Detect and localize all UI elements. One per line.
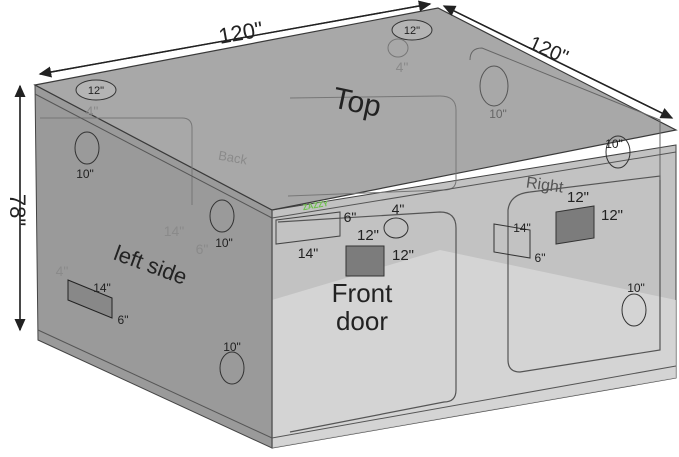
height-dimension: 78" — [5, 194, 30, 226]
back-right-10in-port — [479, 65, 509, 107]
top-width-arrow-back — [38, 3, 431, 78]
top-left-vent-port — [75, 79, 117, 101]
back-left-10in-label: 10" — [76, 167, 94, 181]
back-right-panel-frame — [469, 47, 661, 180]
front-rect-vent — [275, 211, 341, 245]
back-left-10in-port — [74, 131, 100, 165]
right-window-height-label: 12" — [601, 207, 623, 224]
front-vent-14-label: 14" — [298, 245, 319, 261]
right-vent-6-label: 6" — [535, 251, 546, 265]
front-window-height-label: 12" — [392, 247, 414, 264]
left-side-4in-label: 4" — [56, 263, 69, 279]
left-side-upper-10in-label: 10" — [215, 236, 233, 250]
right-upper-10in-port — [605, 135, 631, 169]
back-face-label: Back — [217, 148, 249, 168]
front-window-width-label: 12" — [357, 227, 379, 244]
back-vent-6-label: 6" — [196, 241, 209, 257]
left-side-lower-10in-label: 10" — [223, 340, 241, 354]
top-right-vent-port — [391, 19, 433, 41]
right-window-width-label: 12" — [567, 189, 589, 206]
top-right-port-label: 12" — [404, 25, 420, 37]
back-vent-14-label: 14" — [164, 223, 185, 239]
right-lower-10in-label: 10" — [627, 281, 645, 295]
top-4in-port — [387, 38, 409, 58]
front-vent-6-label: 6" — [344, 209, 357, 225]
right-lower-10in-port — [621, 293, 647, 327]
left-side-upper-10in-port — [209, 199, 235, 233]
top-face — [33, 7, 678, 211]
inner-floor — [272, 250, 676, 448]
back-right-10in-label: 10" — [489, 107, 507, 121]
left-side-vent-6-label: 6" — [118, 313, 129, 327]
right-upper-10in-label: 10" — [605, 137, 623, 151]
right-window — [555, 205, 595, 245]
top-left-port-label: 12" — [88, 85, 104, 97]
left-side-lower-10in-port — [219, 351, 245, 385]
front-door-frame — [277, 211, 457, 433]
top-4in-label: 4" — [396, 59, 409, 75]
depth-arrow-back — [442, 5, 673, 119]
left-side-vent-14-label: 14" — [93, 281, 111, 295]
front-window — [345, 245, 385, 277]
left-side-rect-vent — [67, 279, 113, 319]
back-panel-frame — [40, 117, 193, 205]
right-rect-vent — [493, 223, 531, 259]
right-vent-14-label: 14" — [513, 221, 531, 235]
front-face-label-line1: Front — [332, 278, 393, 308]
front-face-label-line2: door — [336, 306, 388, 336]
right-door-frame — [507, 175, 661, 373]
back-4in-label: 4" — [86, 103, 99, 119]
front-4in-port — [383, 217, 409, 239]
right-face-label: Right — [525, 175, 565, 197]
front-4in-label: 4" — [392, 201, 405, 217]
